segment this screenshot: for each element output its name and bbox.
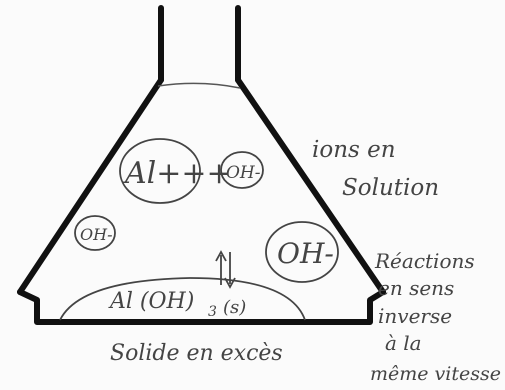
- ion-al: Al+++: [119, 138, 232, 204]
- solid-formula: Al (OH) 3 (s): [108, 289, 246, 320]
- ion-oh-1-label: OH-: [226, 163, 261, 183]
- equilibrium-arrows-icon: [215, 250, 236, 289]
- flask-wall-right: [235, 77, 386, 295]
- label-solid-excess: Solide en excès: [110, 341, 283, 366]
- ion-oh-3-label: OH-: [277, 237, 334, 270]
- ion-oh-3: OH-: [265, 221, 339, 283]
- label-reaction-line5: même vitesse: [370, 363, 501, 385]
- label-reaction-line1: Réactions: [374, 249, 475, 273]
- label-reaction-line2: en sens: [378, 276, 454, 300]
- label-reaction-line3: inverse: [378, 304, 452, 328]
- flask-outline: [17, 5, 386, 325]
- flask-base: [17, 289, 386, 325]
- solid-formula-subscript: 3: [208, 304, 217, 320]
- solid-formula-state: (s): [223, 297, 246, 318]
- liquid-surface: [157, 82, 241, 89]
- solid-formula-main: Al (OH): [108, 289, 194, 314]
- ion-oh-2-label: OH-: [80, 225, 112, 244]
- ion-oh-1: OH-: [220, 151, 264, 189]
- flask-wall-left: [17, 77, 164, 295]
- label-reaction-line4: à la: [385, 331, 422, 355]
- solid-deposit: [59, 277, 306, 321]
- ion-oh-2: OH-: [74, 215, 116, 251]
- label-ions-line1: ions en: [312, 137, 396, 163]
- ion-al-label: Al+++: [122, 156, 232, 191]
- label-ions-line2: Solution: [342, 175, 439, 201]
